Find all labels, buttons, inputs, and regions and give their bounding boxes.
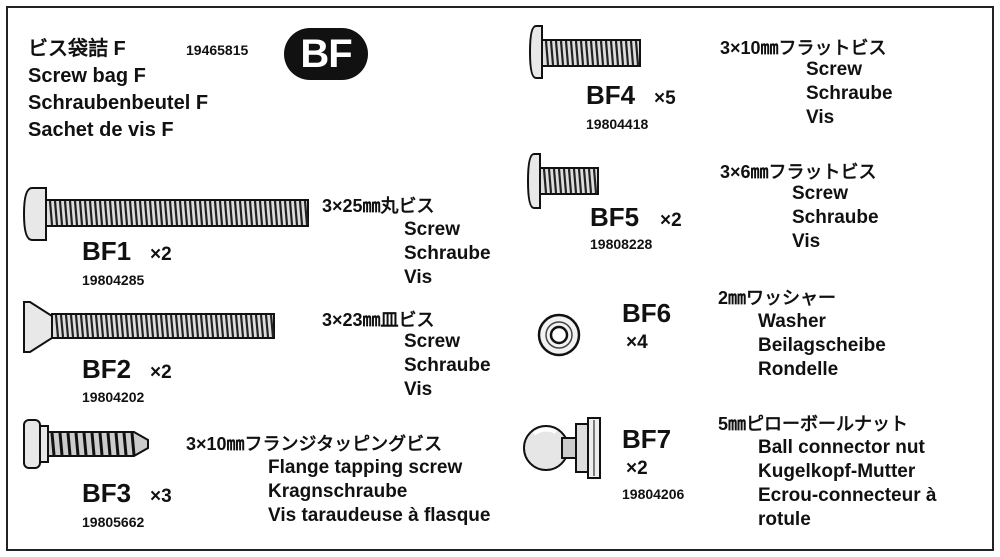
bf6-line-2: Beilagscheibe: [758, 335, 886, 356]
bf7-label: BF7: [622, 424, 672, 454]
parts-sheet: [6, 6, 994, 551]
title-en: Screw bag F: [28, 65, 146, 87]
bf4-line-1: Screw: [806, 59, 862, 80]
title-jp: ビス袋詰 F: [28, 38, 126, 60]
bf6-spec: 2㎜ワッシャー: [718, 288, 837, 308]
bf1-line-1: Screw: [404, 219, 460, 240]
bf6-qty: ×4: [626, 332, 648, 353]
bf6-line-1: Washer: [758, 311, 826, 332]
bf1-line-3: Vis: [404, 267, 433, 288]
bf3-line-3: Vis taraudeuse à flasque: [268, 505, 491, 526]
bf3-screw-icon: [23, 419, 149, 469]
bf5-line-1: Screw: [792, 183, 848, 204]
bf3-line-1: Flange tapping screw: [268, 457, 463, 478]
bf4-code: 19804418: [586, 116, 649, 132]
bf1-code: 19804285: [82, 272, 145, 288]
bf5-spec: 3×6㎜フラットビス: [720, 162, 877, 182]
title-fr: Sachet de vis F: [28, 119, 174, 141]
bf7-spec: 5㎜ピローボールナット: [718, 414, 909, 434]
bf3-spec: 3×10㎜フランジタッピングビス: [186, 434, 443, 454]
bf5-label: BF5: [590, 202, 640, 232]
bf2-line-1: Screw: [404, 331, 460, 352]
bf7-line-1: Ball connector nut: [758, 437, 925, 458]
bf1-label: BF1: [82, 236, 132, 266]
bf7-code: 19804206: [622, 486, 685, 502]
bf4-line-2: Schraube: [806, 83, 893, 104]
bf7-line-2: Kugelkopf-Mutter: [758, 461, 916, 482]
bf2-screw-icon: [23, 301, 275, 353]
bag-code: 19465815: [186, 42, 249, 58]
bf2-code: 19804202: [82, 389, 145, 405]
bf4-line-3: Vis: [806, 107, 835, 128]
bf2-line-3: Vis: [404, 379, 433, 400]
bf3-label: BF3: [82, 478, 132, 508]
bf5-line-3: Vis: [792, 231, 821, 252]
bf1-qty: ×2: [150, 244, 172, 265]
bf7-qty: ×2: [626, 458, 648, 479]
bf6-label: BF6: [622, 298, 672, 328]
bf1-screw-icon: [22, 187, 309, 241]
bf4-qty: ×5: [654, 88, 676, 109]
bf5-line-2: Schraube: [792, 207, 879, 228]
bf5-code: 19808228: [590, 236, 653, 252]
bf4-spec: 3×10㎜フラットビス: [720, 38, 887, 58]
bf4-label: BF4: [586, 80, 636, 110]
bf1-spec: 3×25㎜丸ビス: [322, 196, 435, 216]
bf-badge: BF: [284, 28, 368, 80]
bf2-qty: ×2: [150, 362, 172, 383]
bf2-label: BF2: [82, 354, 132, 384]
bf7-ball-nut-icon: [523, 417, 601, 479]
bf6-washer-icon: [537, 313, 581, 357]
bf4-screw-icon: [528, 25, 641, 79]
title-de: Schraubenbeutel F: [28, 92, 209, 114]
bf3-code: 19805662: [82, 514, 145, 530]
bf2-line-2: Schraube: [404, 355, 491, 376]
bf3-qty: ×3: [150, 486, 172, 507]
bf5-qty: ×2: [660, 210, 682, 231]
bf3-line-2: Kragnschraube: [268, 481, 408, 502]
bf1-line-2: Schraube: [404, 243, 491, 264]
bf5-screw-icon: [526, 153, 599, 209]
bf2-spec: 3×23㎜皿ビス: [322, 310, 435, 330]
bf7-line-4: rotule: [758, 509, 811, 530]
bf6-line-3: Rondelle: [758, 359, 839, 380]
bf7-line-3: Ecrou-connecteur à: [758, 485, 937, 506]
